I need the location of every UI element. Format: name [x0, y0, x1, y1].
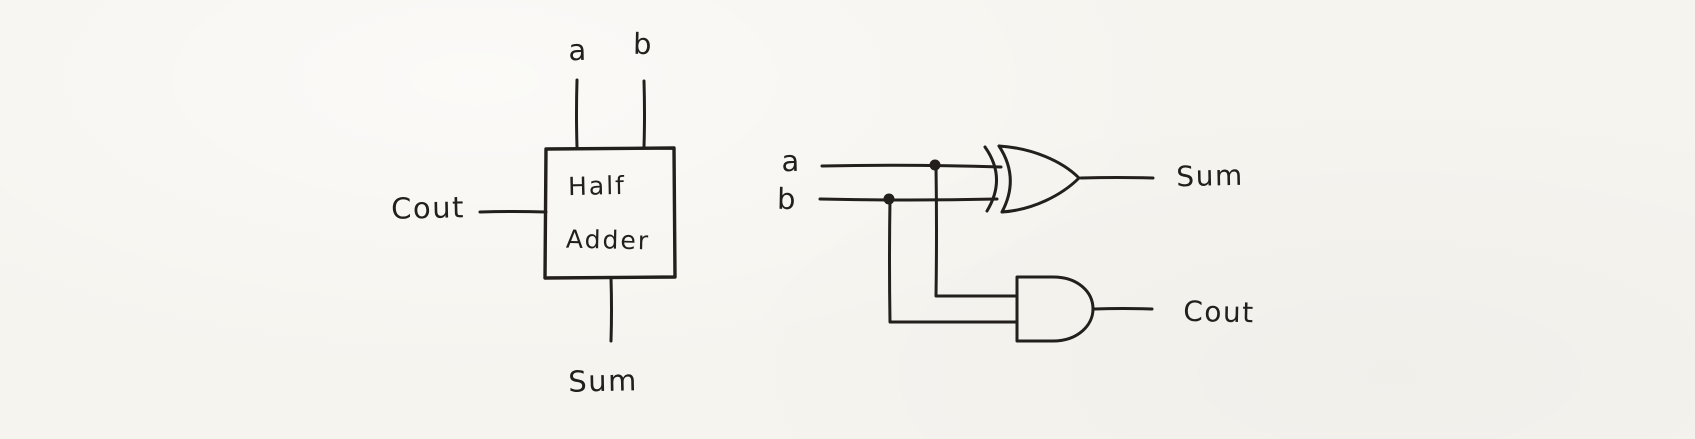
block-title-line2: Adder [565, 224, 651, 256]
block-input-a-label: a [568, 32, 588, 68]
wire-b [818, 197, 999, 202]
wire-and-output [1092, 307, 1154, 311]
half-adder-box [543, 146, 677, 280]
gate-input-a-label: a [781, 143, 801, 179]
wire-input-a [575, 78, 579, 149]
branch-b-to-and [888, 197, 1018, 324]
xor-gate-icon [983, 144, 1081, 214]
wire-output-sum [609, 276, 613, 343]
block-input-b-label: b [632, 26, 654, 62]
gate-diagram [818, 144, 1155, 343]
block-sum-label: Sum [567, 363, 639, 399]
branch-a-to-and [934, 164, 1018, 298]
wire-xor-output [1079, 176, 1155, 180]
wire-input-b [642, 79, 646, 149]
wire-output-cout [478, 210, 548, 214]
gate-cout-label: Cout [1182, 294, 1256, 330]
wire-a [820, 163, 1003, 169]
gate-input-b-label: b [776, 181, 798, 217]
block-title-line1: Half [567, 170, 627, 202]
and-gate-icon [1015, 275, 1095, 343]
block-diagram [478, 78, 677, 343]
gate-sum-label: Sum [1176, 158, 1244, 194]
block-cout-label: Cout [390, 190, 466, 226]
